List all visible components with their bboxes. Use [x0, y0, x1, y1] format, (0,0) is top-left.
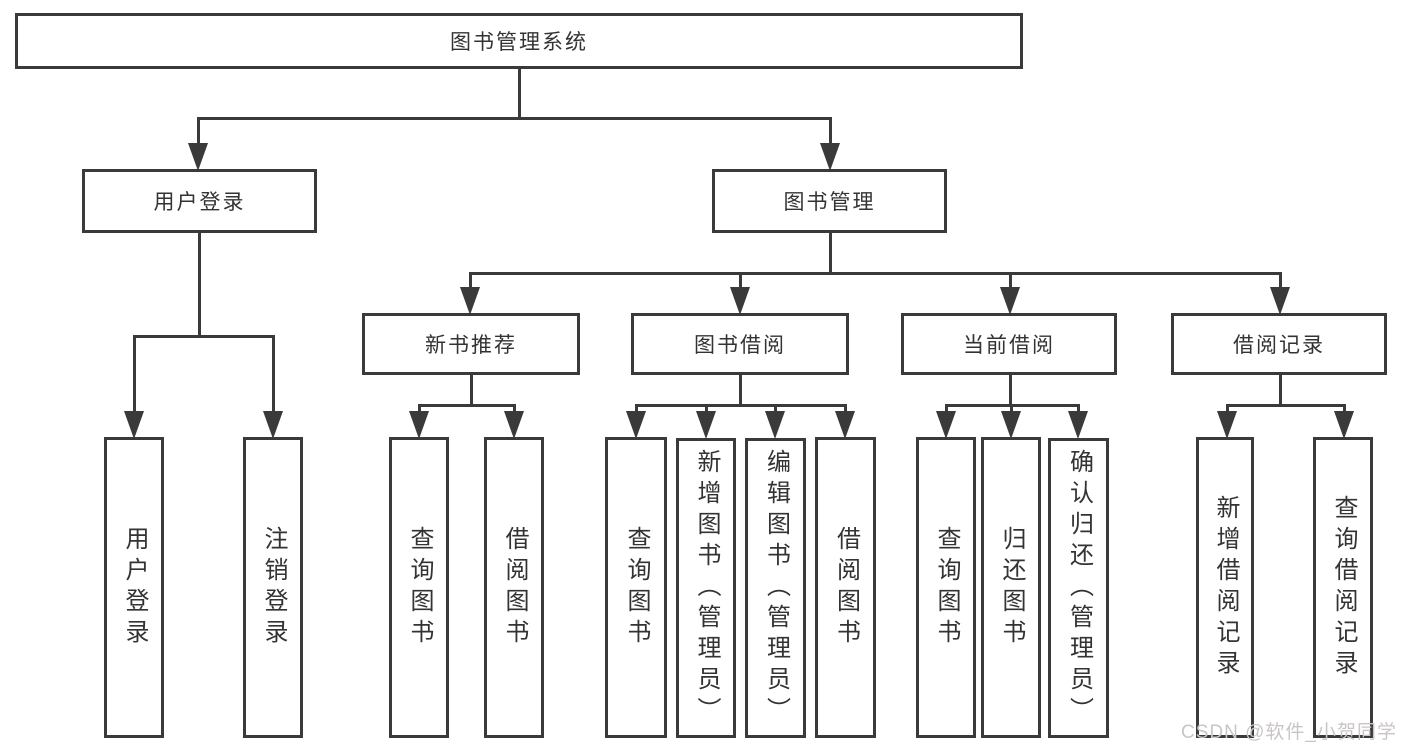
connector-line — [945, 404, 948, 413]
leaf-label: 借阅图书 — [501, 525, 528, 650]
connector-line — [198, 233, 201, 336]
connector-line — [133, 335, 275, 338]
node-current-borrowing: 当前借阅 — [901, 313, 1117, 375]
connector-line — [513, 404, 516, 413]
connector-line — [705, 404, 708, 413]
node-label: 图书管理 — [783, 191, 876, 214]
connector-line — [635, 404, 638, 413]
node-borrowing-records: 借阅记录 — [1171, 313, 1387, 375]
leaf-label: 新增借阅记录 — [1212, 494, 1239, 681]
leaf-label: 注销登录 — [260, 525, 287, 650]
leaf-query-borrow-record: 查询借阅记录 — [1313, 437, 1373, 738]
arrow-down — [626, 411, 646, 439]
connector-line — [469, 273, 472, 289]
leaf-label: 用户登录 — [121, 525, 148, 650]
arrow-down — [504, 411, 524, 439]
leaf-borrow-books: 借阅图书 — [484, 437, 544, 738]
connector-line — [197, 118, 200, 146]
arrow-down — [1001, 411, 1021, 439]
leaf-label: 查询图书 — [623, 525, 650, 650]
connector-line — [844, 404, 847, 413]
leaf-borrow-books: 借阅图书 — [815, 437, 876, 738]
connector-line — [1077, 404, 1080, 413]
leaf-label: 确认归还（管理员） — [1065, 448, 1093, 728]
leaf-query-books: 查询图书 — [389, 437, 449, 738]
connector-line — [1279, 375, 1282, 406]
arrow-down — [1217, 411, 1237, 439]
arrow-down — [460, 287, 480, 315]
leaf-label: 归还图书 — [998, 525, 1025, 650]
arrow-down — [1068, 411, 1088, 439]
csdn-watermark: CSDN @软件_小贺同学 — [1181, 722, 1397, 743]
node-user-login: 用户登录 — [82, 169, 317, 233]
connector-line — [470, 375, 473, 406]
connector-line — [739, 375, 742, 406]
arrow-down — [696, 411, 716, 439]
arrow-down — [263, 411, 283, 439]
arrow-down — [1000, 287, 1020, 315]
arrow-down — [730, 287, 750, 315]
arrow-down — [820, 143, 840, 171]
leaf-label: 查询图书 — [933, 525, 960, 650]
connector-line — [1226, 404, 1346, 407]
leaf-confirm-return-admin: 确认归还（管理员） — [1048, 438, 1109, 738]
leaf-query-books: 查询图书 — [605, 437, 667, 738]
arrow-down — [124, 411, 144, 439]
node-new-book-recommendation: 新书推荐 — [362, 313, 580, 375]
connector-line — [829, 118, 832, 146]
arrow-down — [409, 411, 429, 439]
leaf-user-login: 用户登录 — [104, 437, 164, 738]
connector-line — [635, 404, 847, 407]
node-book-borrowing: 图书借阅 — [631, 313, 849, 375]
connector-line — [1010, 404, 1013, 413]
connector-line — [272, 336, 275, 412]
node-label: 新书推荐 — [425, 334, 517, 357]
node-label: 用户登录 — [153, 191, 246, 214]
leaf-add-books-admin: 新增图书（管理员） — [676, 438, 736, 738]
connector-line — [418, 404, 516, 407]
connector-line — [1343, 404, 1346, 413]
arrow-down — [1270, 287, 1290, 315]
arrow-down — [835, 411, 855, 439]
node-label: 图书借阅 — [694, 334, 786, 357]
node-label: 借阅记录 — [1233, 334, 1325, 357]
connector-line — [197, 117, 832, 120]
leaf-logout: 注销登录 — [243, 437, 303, 738]
node-library-system: 图书管理系统 — [15, 13, 1023, 69]
leaf-return-books: 归还图书 — [981, 437, 1041, 738]
connector-line — [1009, 273, 1012, 289]
arrow-down — [1334, 411, 1354, 439]
connector-line — [133, 336, 136, 412]
leaf-label: 借阅图书 — [832, 525, 860, 650]
leaf-add-borrow-record: 新增借阅记录 — [1196, 437, 1254, 738]
arrow-down — [188, 143, 208, 171]
connector-line — [739, 273, 742, 289]
connector-line — [774, 404, 777, 413]
arrow-down — [936, 411, 956, 439]
node-book-management: 图书管理 — [712, 169, 947, 233]
leaf-edit-books-admin: 编辑图书（管理员） — [745, 438, 806, 738]
connector-line — [1279, 273, 1282, 289]
node-label: 当前借阅 — [963, 334, 1055, 357]
connector-line — [829, 233, 832, 275]
leaf-label: 编辑图书（管理员） — [762, 448, 790, 728]
leaf-label: 新增图书（管理员） — [693, 448, 720, 728]
leaf-query-books: 查询图书 — [916, 437, 976, 738]
connector-line — [1009, 375, 1012, 406]
leaf-label: 查询借阅记录 — [1330, 494, 1357, 681]
arrow-down — [765, 411, 785, 439]
leaf-label: 查询图书 — [406, 525, 433, 650]
connector-line — [418, 404, 421, 413]
connector-line — [1226, 404, 1229, 413]
node-label: 图书管理系统 — [450, 31, 588, 54]
connector-line — [518, 69, 521, 118]
connector-line — [469, 272, 1282, 275]
